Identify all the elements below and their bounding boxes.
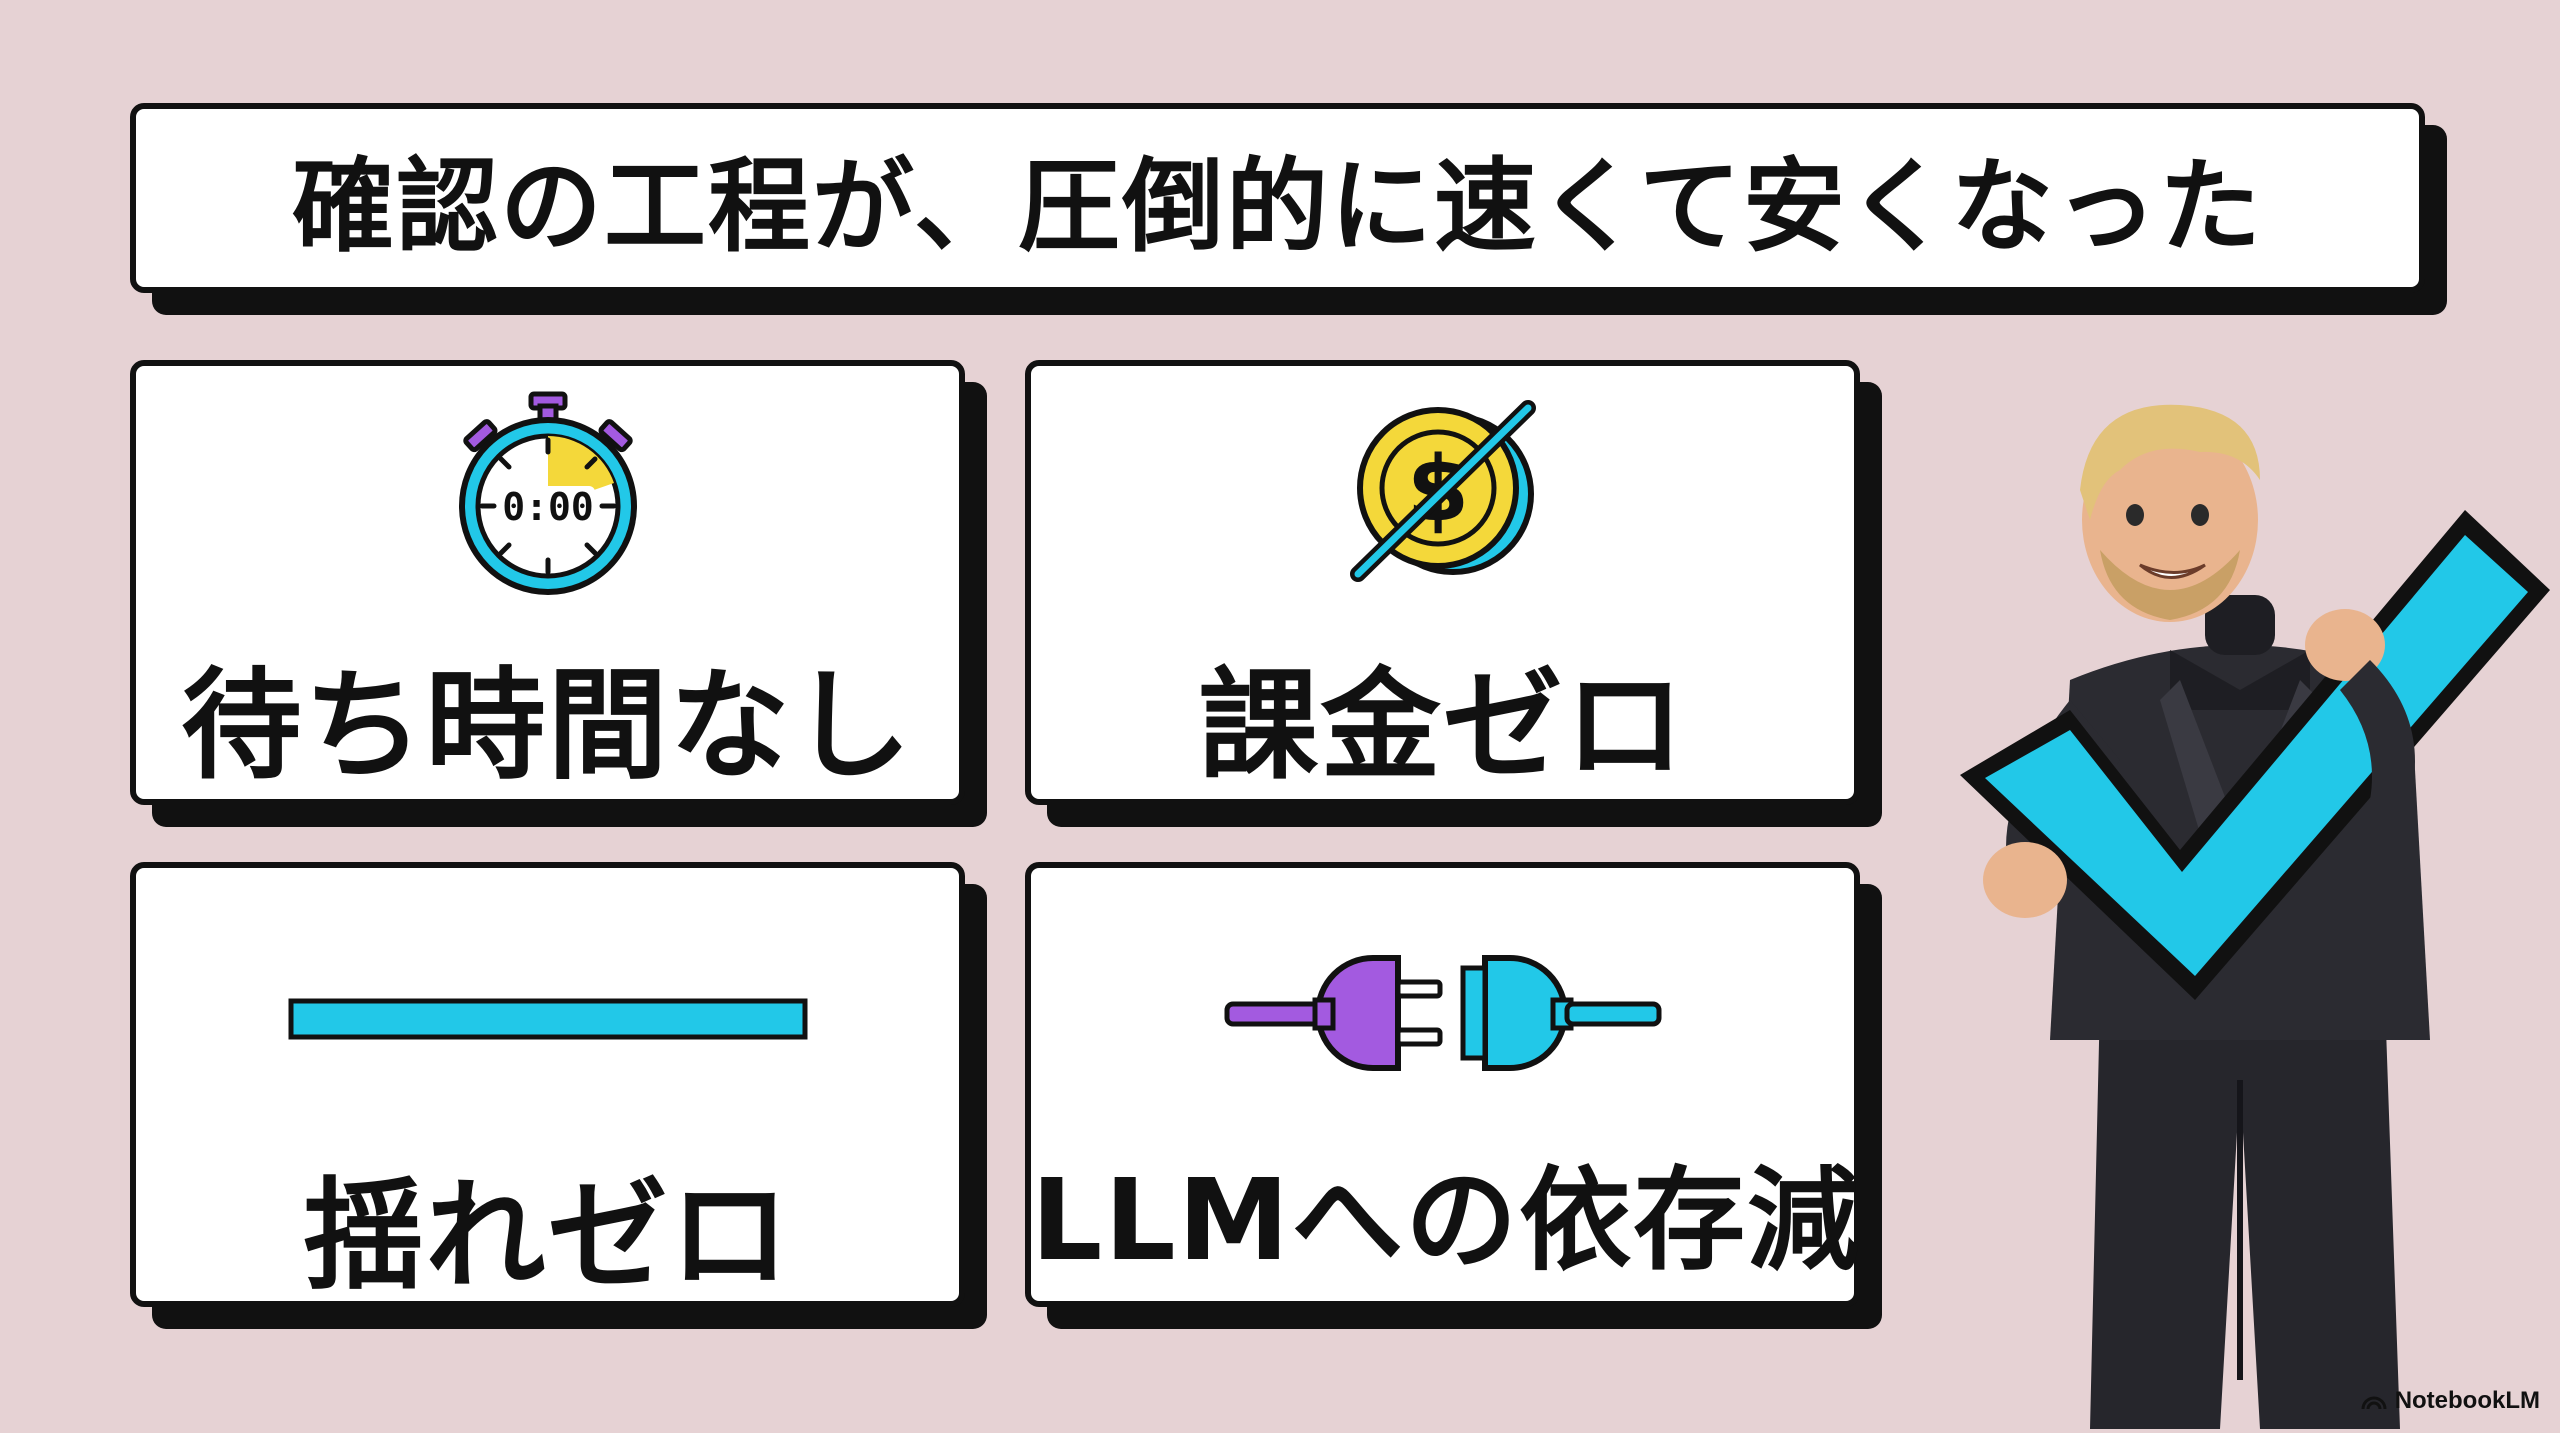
tile-less-llm: LLMへの依存減 — [1025, 862, 1860, 1307]
brand-watermark: NotebookLM — [2361, 1387, 2540, 1415]
tile-label: 待ち時間なし — [181, 657, 914, 796]
tile-label: LLMへの依存減 — [1031, 1156, 1862, 1286]
flat-line-icon — [136, 998, 959, 1042]
tile-no-fluctuation: 揺れゼロ — [130, 862, 965, 1307]
tile-no-charge: $ 課金ゼロ — [1025, 360, 1860, 805]
page-title: 確認の工程が、圧倒的に速くて安くなった — [292, 147, 2263, 267]
stopwatch-icon: 0:00 — [136, 388, 959, 598]
tile-no-wait: 0:00 待ち時間なし — [130, 360, 965, 805]
notebooklm-logo-icon — [2361, 1396, 2387, 1410]
unplugged-icon — [1031, 948, 1854, 1078]
title-card: 確認の工程が、圧倒的に速くて安くなった — [130, 103, 2425, 293]
timer-text: 0:00 — [502, 485, 594, 529]
brand-name: NotebookLM — [2394, 1387, 2540, 1414]
character-illustration — [1930, 380, 2560, 1429]
tile-label: 揺れゼロ — [303, 1167, 792, 1306]
tile-label: 課金ゼロ — [1198, 657, 1687, 796]
no-coin-icon: $ — [1031, 396, 1854, 586]
checkmark-icon — [1960, 510, 2550, 1000]
